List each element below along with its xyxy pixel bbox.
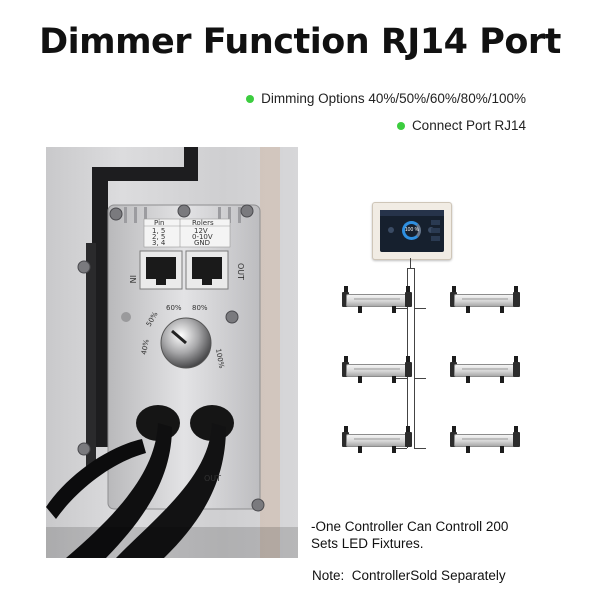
controller-caption: -One Controller Can Controll 200 Sets LE…: [311, 518, 508, 552]
role-cell: 12V: [194, 227, 208, 235]
sold-separately-note: Note: ControllerSold Separately: [312, 568, 506, 583]
pin-header: Pin: [154, 219, 164, 227]
dial-label: 40%: [140, 338, 151, 355]
caption-line: -One Controller Can Controll 200: [311, 519, 509, 534]
led-fixture: [340, 356, 414, 383]
role-cell: GND: [194, 239, 210, 247]
led-fixture: [340, 286, 414, 313]
led-fixture: [448, 356, 522, 383]
driver-illustration: Pin Rolers 1, 5 12V 2, 5 0-10V 3, 4 GND …: [46, 147, 298, 558]
rj14-port-out: [185, 250, 229, 290]
role-header: Rolers: [192, 219, 214, 227]
caption-line: Sets LED Fixtures.: [311, 536, 424, 551]
led-fixture: [340, 426, 414, 453]
green-dot-icon: [246, 94, 255, 103]
feature-text: Connect Port RJ14: [411, 118, 526, 133]
feature-bullet-dimming: Dimming Options 40%/50%/60%/80%/100%: [246, 91, 526, 106]
port-in-label: IN: [128, 275, 137, 283]
dimming-ring-icon: [402, 221, 421, 240]
led-fixture: [448, 426, 522, 453]
driver-photo: Pin Rolers 1, 5 12V 2, 5 0-10V 3, 4 GND …: [46, 147, 298, 558]
feature-bullet-port: Connect Port RJ14: [396, 118, 526, 133]
feature-text: Dimming Options 40%/50%/60%/80%/100%: [261, 91, 526, 106]
controller-wiring-diagram: 100 %: [318, 196, 548, 482]
case-out-label: OUT: [204, 474, 221, 483]
dial-label: 100%: [214, 348, 225, 369]
dial-label: 80%: [192, 304, 208, 312]
led-fixture: [448, 286, 522, 313]
dial-label: 60%: [166, 304, 182, 312]
pin-cell: 1, 5: [152, 227, 165, 235]
rj14-port-in: [139, 250, 183, 290]
controller-screen: 100 %: [380, 210, 444, 252]
dimmer-controller: 100 %: [372, 202, 452, 260]
page-title: Dimmer Function RJ14 Port: [39, 22, 561, 62]
pin-cell: 2, 5: [152, 233, 165, 241]
controller-screen-value: 100 %: [404, 227, 420, 233]
green-dot-icon: [396, 121, 405, 130]
pin-cell: 3, 4: [152, 239, 166, 247]
port-out-label: OUT: [236, 263, 245, 280]
minus-icon: [388, 227, 394, 233]
role-cell: 0-10V: [192, 233, 213, 241]
